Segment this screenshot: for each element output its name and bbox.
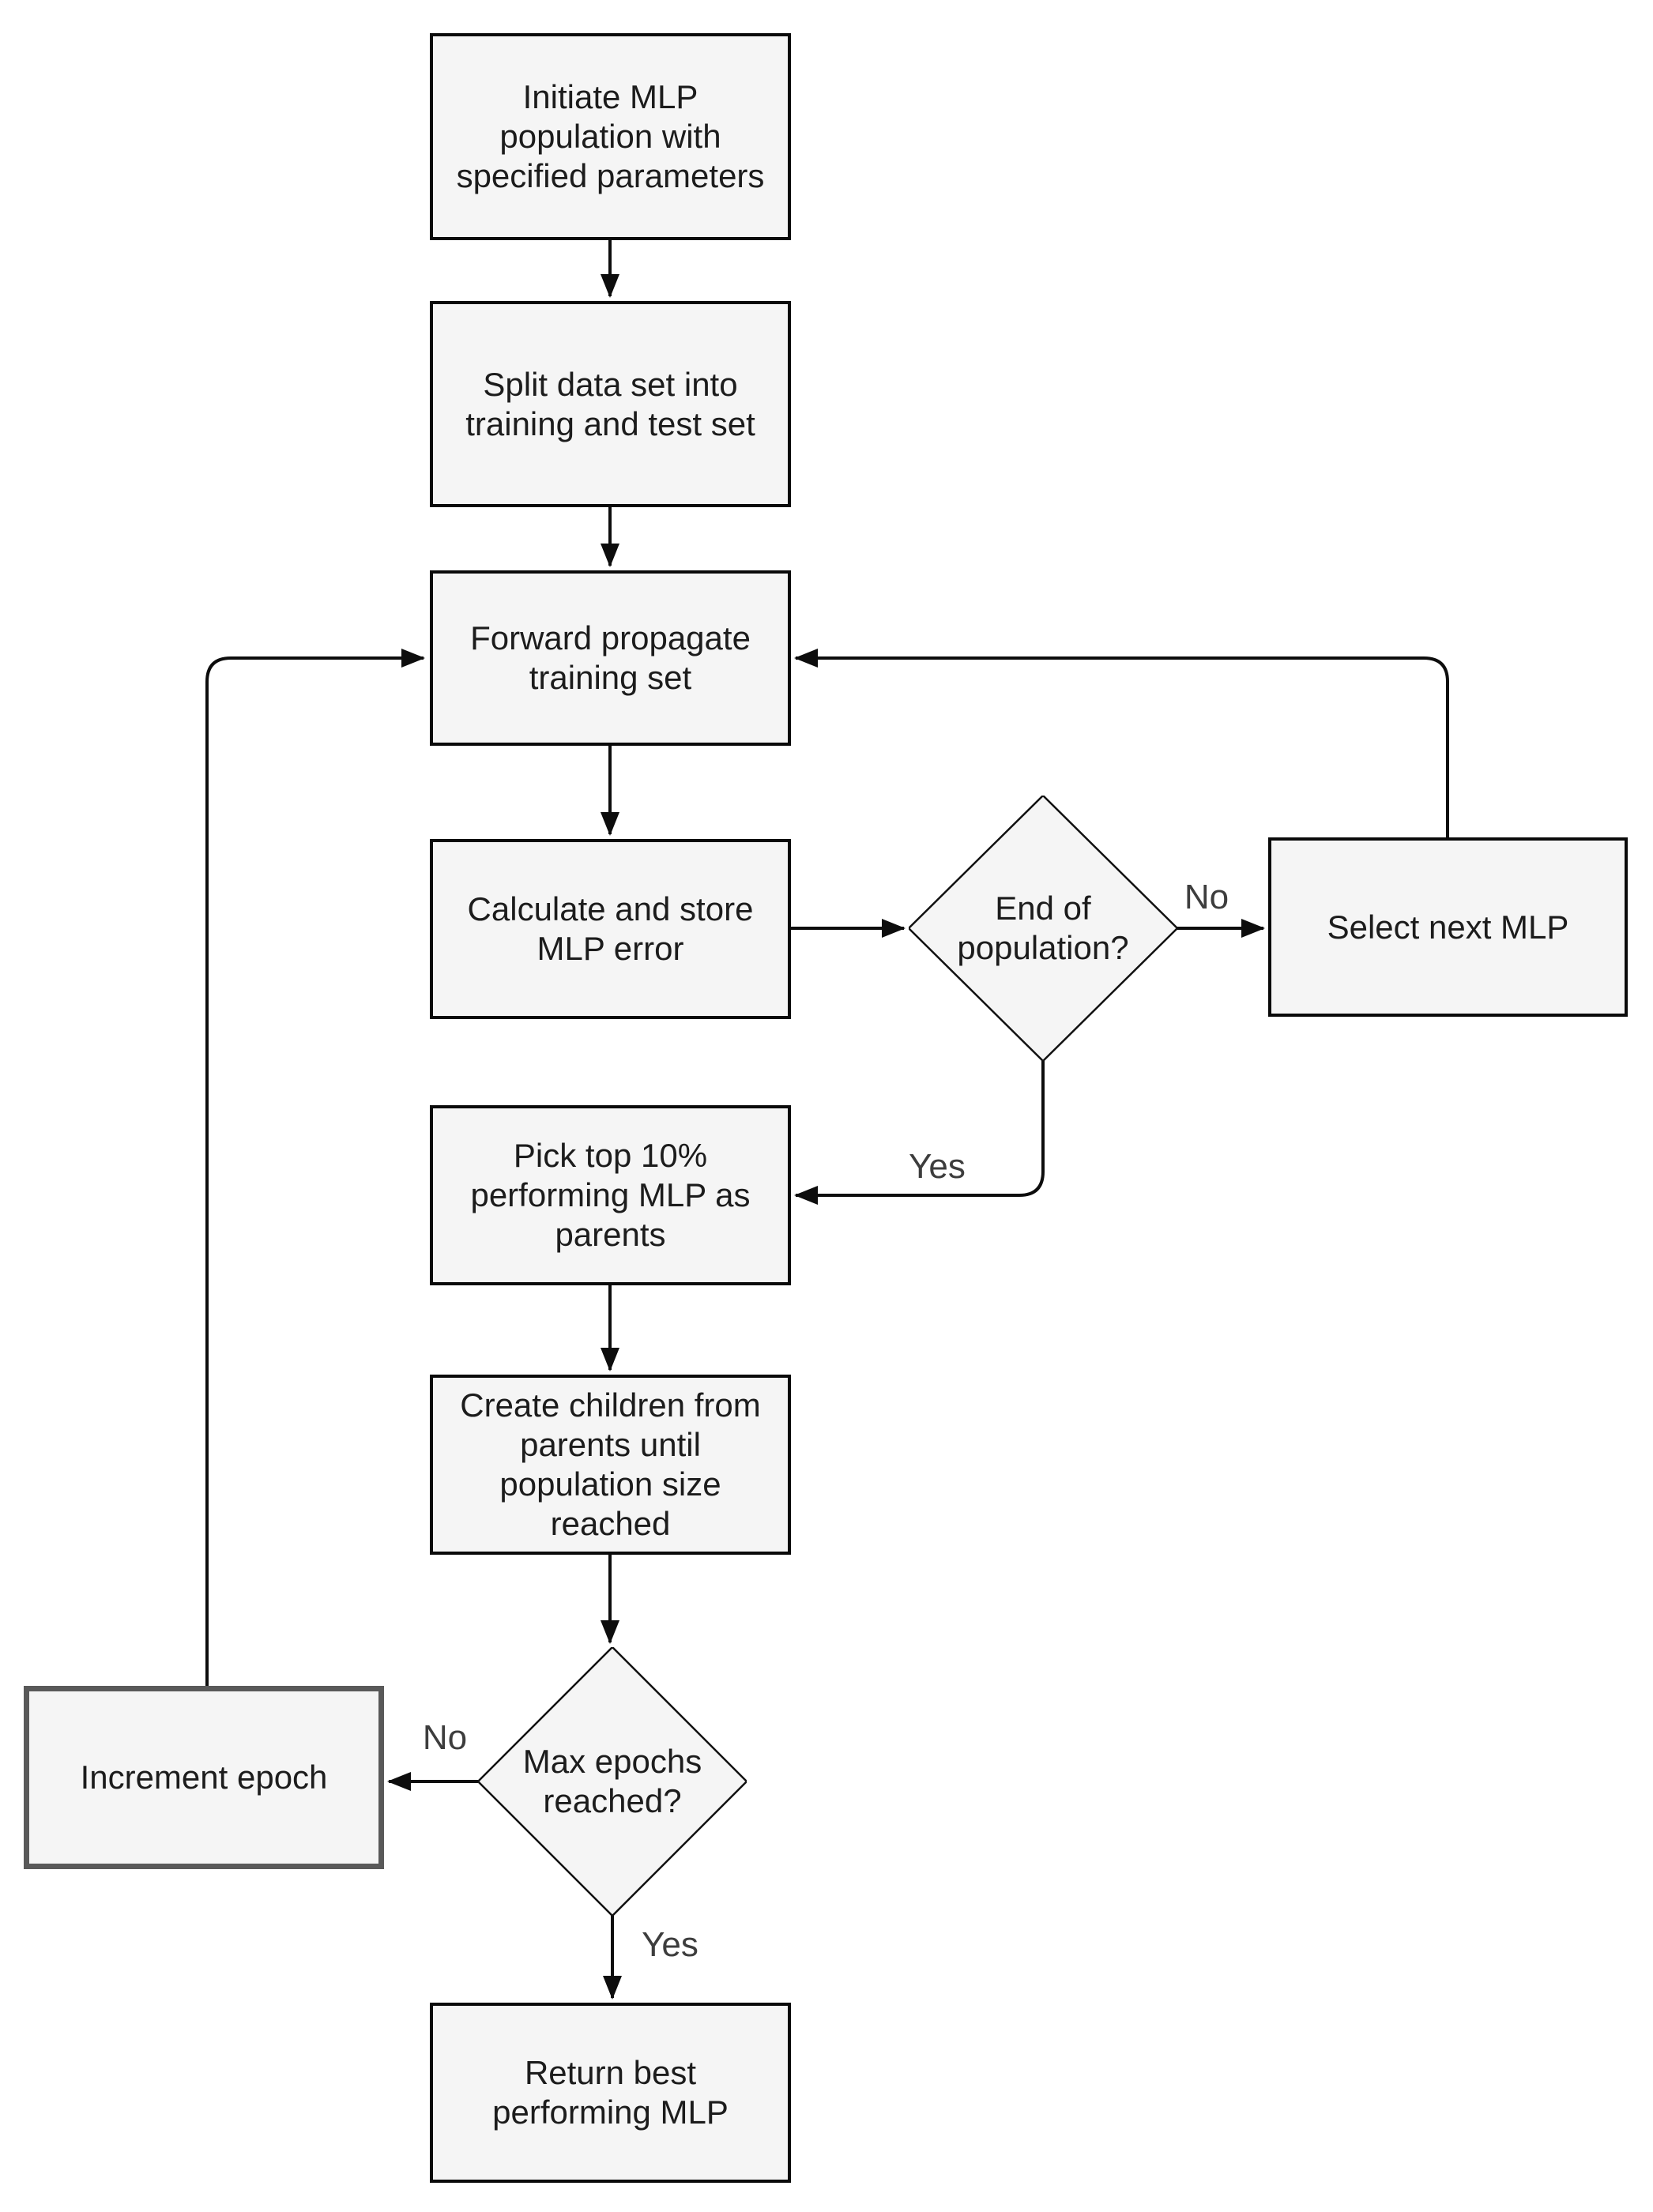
node-label-line: reached (550, 1505, 671, 1542)
diamond-shape (909, 796, 1177, 1061)
node-label-line: Return best (524, 2054, 697, 2091)
node-split-data-set: Split data set into training and test se… (430, 301, 791, 507)
node-label-line: population size (499, 1465, 721, 1503)
node-label-line: Initiate MLP (522, 78, 698, 115)
node-label-line: End of (995, 890, 1091, 927)
node-select-next-mlp: Select next MLP (1268, 837, 1628, 1017)
node-initiate-mlp-population: Initiate MLP population with specified p… (430, 33, 791, 240)
node-label-line: Calculate and store (467, 890, 754, 927)
node-label-line: performing MLP (492, 2094, 729, 2131)
node-label-line: reached? (543, 1782, 682, 1819)
node-label-line: MLP error (537, 930, 684, 967)
decision-end-of-population: End of population? (909, 796, 1177, 1061)
node-create-children: Create children from parents until popul… (430, 1375, 791, 1555)
edge-label-yes-max-epochs: Yes (642, 1925, 698, 1964)
node-label-line: specified parameters (456, 157, 765, 194)
node-label-line: parents until (520, 1426, 701, 1463)
node-label-line: Max epochs (522, 1743, 702, 1780)
node-label-line: Select next MLP (1327, 908, 1569, 946)
node-label-line: Split data set into (483, 365, 738, 403)
node-label-line: population? (957, 929, 1129, 966)
node-label-line: training set (529, 659, 692, 696)
node-calculate-store-error: Calculate and store MLP error (430, 839, 791, 1019)
edge-select-back-to-forward (794, 649, 1449, 837)
node-label-line: Increment epoch (80, 1759, 328, 1796)
node-pick-top-10-percent: Pick top 10% performing MLP as parents (430, 1105, 791, 1285)
edge-increment-back-to-forward (205, 649, 425, 1686)
node-label-line: performing MLP as (470, 1176, 751, 1213)
edge-decision-yes-to-pick (794, 1061, 1045, 1205)
decision-label: End of population? (909, 796, 1177, 1061)
node-forward-propagate: Forward propagate training set (430, 570, 791, 746)
node-label-line: training and test set (465, 404, 755, 442)
node-label-line: Forward propagate (470, 619, 751, 656)
node-label-line: parents (555, 1216, 666, 1253)
node-label-line: Pick top 10% (513, 1137, 708, 1174)
edge-label-no-end-of-population: No (1184, 878, 1229, 916)
decision-max-epochs-reached: Max epochs reached? (478, 1647, 747, 1916)
edge-label-no-max-epochs: No (422, 1718, 468, 1757)
edge-label-yes-end-of-population: Yes (909, 1147, 966, 1186)
node-increment-epoch: Increment epoch (24, 1686, 384, 1869)
node-label-line: Create children from (460, 1386, 761, 1424)
decision-label: Max epochs reached? (478, 1647, 747, 1916)
node-return-best-mlp: Return best performing MLP (430, 2003, 791, 2183)
diamond-shape (478, 1647, 747, 1916)
node-label-line: population with (499, 118, 721, 155)
